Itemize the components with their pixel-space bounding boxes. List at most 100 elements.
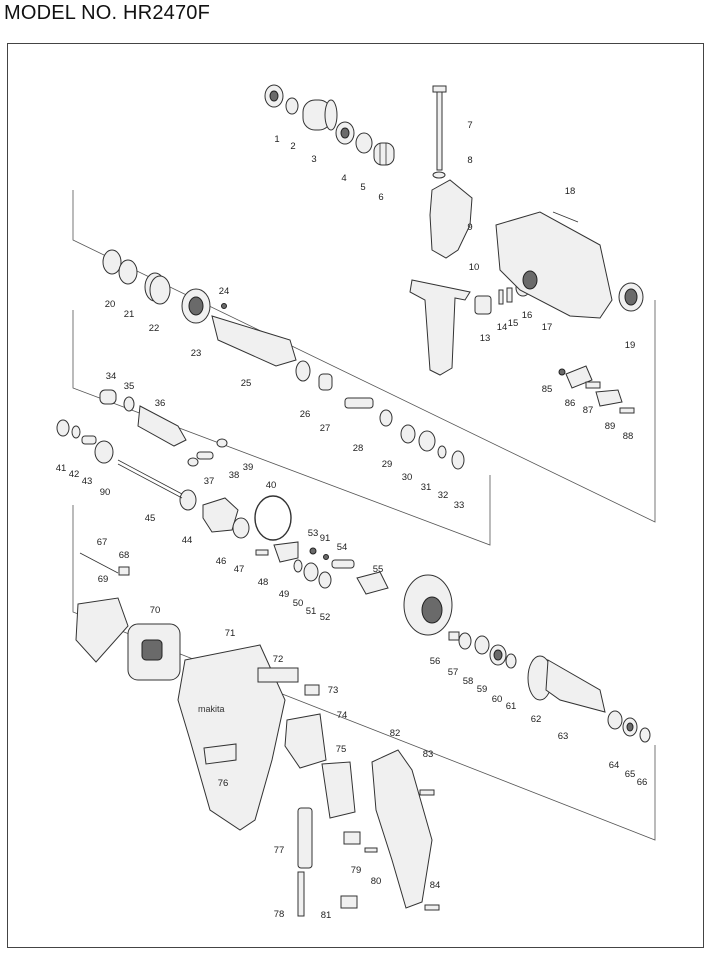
part-label-58: 58 bbox=[463, 676, 474, 687]
part-46-crank bbox=[202, 497, 239, 533]
part-label-47: 47 bbox=[234, 564, 245, 575]
part-label-32: 32 bbox=[438, 490, 449, 501]
part-label-6: 6 bbox=[378, 192, 383, 203]
part-5-ring bbox=[355, 132, 373, 154]
part-label-27: 27 bbox=[320, 423, 331, 434]
part-label-8: 8 bbox=[467, 155, 472, 166]
part-label-4: 4 bbox=[341, 173, 346, 184]
part-label-20: 20 bbox=[105, 299, 116, 310]
part-label-75: 75 bbox=[336, 744, 347, 755]
part-label-35: 35 bbox=[124, 381, 135, 392]
part-label-13: 13 bbox=[480, 333, 491, 344]
part-1-ring bbox=[264, 84, 284, 108]
part-label-46: 46 bbox=[216, 556, 227, 567]
part-label-36: 36 bbox=[155, 398, 166, 409]
part-6-spring bbox=[373, 142, 395, 166]
part-88-screw bbox=[619, 407, 635, 414]
part-label-89: 89 bbox=[605, 421, 616, 432]
part-44-bearing bbox=[179, 489, 197, 511]
part-label-10: 10 bbox=[469, 262, 480, 273]
part-label-71: 71 bbox=[225, 628, 236, 639]
part-label-48: 48 bbox=[258, 577, 269, 588]
part-label-54: 54 bbox=[337, 542, 348, 553]
part-70-field bbox=[127, 623, 181, 681]
part-2-ring bbox=[285, 97, 299, 115]
part-52-ring bbox=[318, 571, 332, 589]
part-label-51: 51 bbox=[306, 606, 317, 617]
part-label-57: 57 bbox=[448, 667, 459, 678]
part-label-80: 80 bbox=[371, 876, 382, 887]
part-3-sleeve bbox=[302, 99, 338, 131]
part-21-ring bbox=[118, 259, 138, 285]
part-48-screw bbox=[255, 549, 269, 556]
part-label-50: 50 bbox=[293, 598, 304, 609]
diagram-frame bbox=[7, 43, 704, 948]
part-31-ring bbox=[418, 430, 436, 452]
part-50-washer bbox=[293, 559, 303, 573]
part-23-bearing bbox=[181, 288, 211, 324]
part-label-62: 62 bbox=[531, 714, 542, 725]
part-61-ring bbox=[505, 653, 517, 669]
part-90-clutch bbox=[94, 440, 114, 464]
part-label-85: 85 bbox=[542, 384, 553, 395]
part-label-3: 3 bbox=[311, 154, 316, 165]
model-title: MODEL NO. HR2470F bbox=[4, 2, 211, 24]
part-label-25: 25 bbox=[241, 378, 252, 389]
part-56-bearing-box bbox=[403, 574, 453, 636]
part-74-switch-unit bbox=[284, 713, 327, 769]
part-label-79: 79 bbox=[351, 865, 362, 876]
part-label-63: 63 bbox=[558, 731, 569, 742]
part-81-strain-relief bbox=[340, 895, 358, 909]
part-18-screw bbox=[552, 211, 579, 223]
part-37-pin bbox=[196, 451, 214, 460]
part-65-bearing bbox=[622, 717, 638, 737]
part-label-86: 86 bbox=[565, 398, 576, 409]
part-label-83: 83 bbox=[423, 749, 434, 760]
part-49-plate bbox=[273, 541, 299, 563]
part-27-sleeve bbox=[318, 373, 333, 391]
part-63-armature bbox=[545, 659, 606, 713]
part-7-bolt bbox=[432, 85, 447, 171]
part-label-69: 69 bbox=[98, 574, 109, 585]
part-label-77: 77 bbox=[274, 845, 285, 856]
part-36-cylinder bbox=[137, 405, 187, 447]
part-label-42: 42 bbox=[69, 469, 80, 480]
part-59-ring bbox=[474, 635, 490, 655]
part-76-name-plate bbox=[203, 743, 237, 765]
part-35-ring bbox=[123, 396, 135, 412]
part-38-ring bbox=[187, 457, 199, 467]
part-89-lock-plate bbox=[595, 389, 623, 407]
part-label-44: 44 bbox=[182, 535, 193, 546]
part-label-15: 15 bbox=[508, 318, 519, 329]
part-label-61: 61 bbox=[506, 701, 517, 712]
part-58-washer bbox=[458, 632, 472, 650]
part-label-66: 66 bbox=[637, 777, 648, 788]
part-41-ring bbox=[56, 419, 70, 437]
part-72-label bbox=[257, 667, 299, 683]
part-28-pin bbox=[344, 397, 374, 409]
part-4-ring bbox=[335, 121, 355, 145]
part-label-18: 18 bbox=[565, 186, 576, 197]
part-label-55: 55 bbox=[373, 564, 384, 575]
part-54-spring bbox=[331, 559, 355, 569]
part-label-88: 88 bbox=[623, 431, 634, 442]
part-label-43: 43 bbox=[82, 476, 93, 487]
part-label-87: 87 bbox=[583, 405, 594, 416]
part-14-pin bbox=[498, 289, 504, 305]
part-label-60: 60 bbox=[492, 694, 503, 705]
part-label-5: 5 bbox=[360, 182, 365, 193]
part-43-spring bbox=[81, 435, 97, 445]
part-64-bearing bbox=[607, 710, 623, 730]
part-label-7: 7 bbox=[467, 120, 472, 131]
part-label-24: 24 bbox=[219, 286, 230, 297]
part-77-handle-tube bbox=[297, 807, 313, 869]
part-60-bearing bbox=[489, 644, 507, 666]
part-label-84: 84 bbox=[430, 880, 441, 891]
part-25-tool-holder bbox=[211, 315, 297, 367]
part-19-ring bbox=[618, 282, 644, 312]
group-guide-lines bbox=[72, 190, 656, 841]
part-label-67: 67 bbox=[97, 537, 108, 548]
part-label-41: 41 bbox=[56, 463, 67, 474]
part-label-21: 21 bbox=[124, 309, 135, 320]
part-number-labels: 1 2 3 4 5 6 7 8 9 10 13 14 15 16 17 18 1… bbox=[56, 120, 648, 921]
